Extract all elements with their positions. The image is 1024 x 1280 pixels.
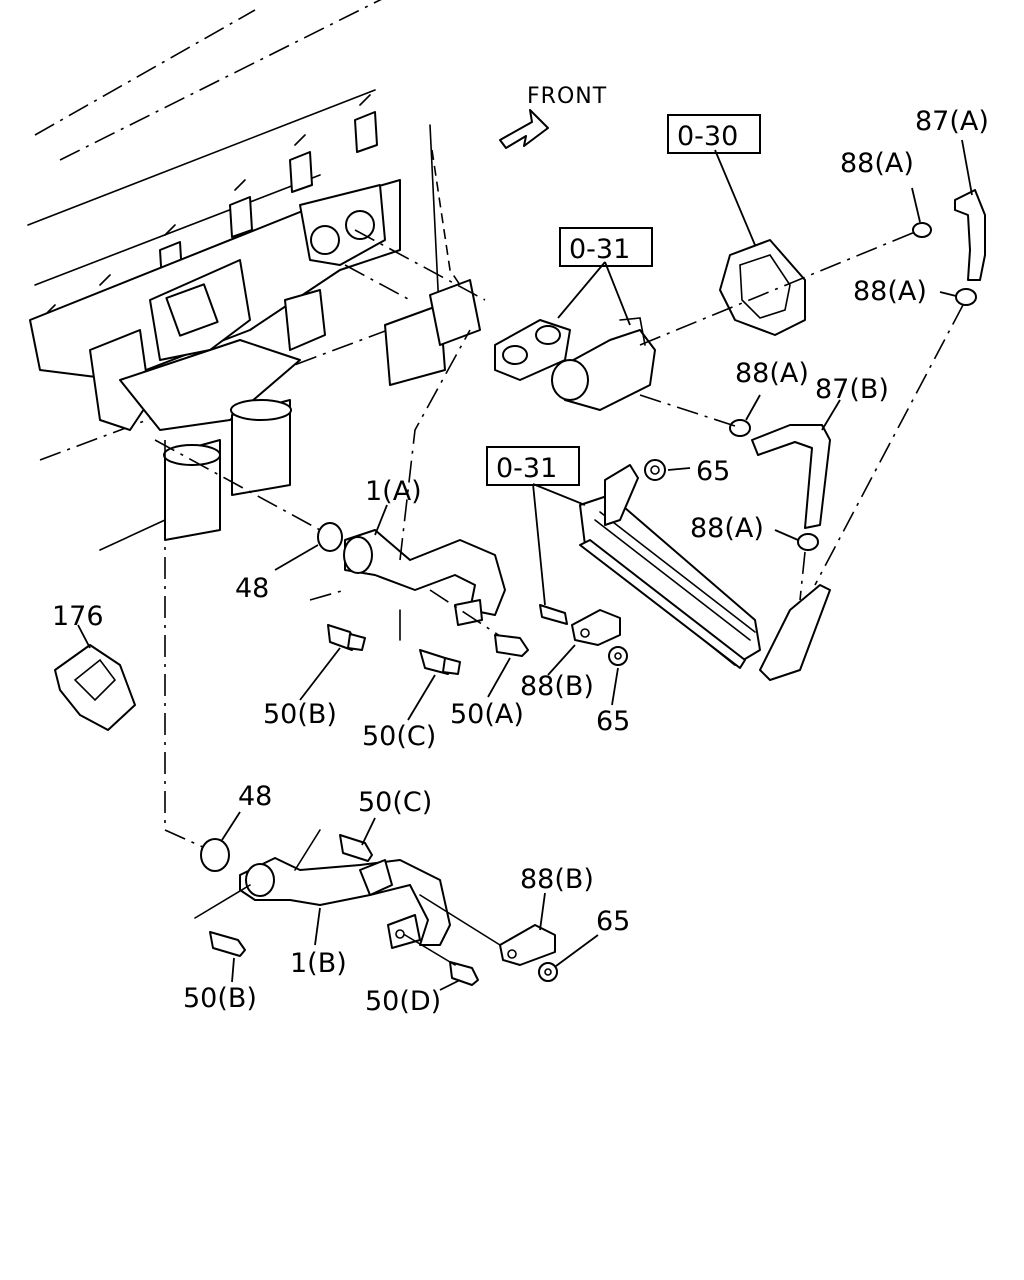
pipe-1b — [239, 857, 451, 946]
reference-box-0-31-lower: 0-31 — [486, 446, 580, 486]
front-label: FRONT — [527, 84, 607, 109]
bracket-50d — [387, 914, 421, 949]
engine-block — [27, 0, 481, 551]
callout-50b: 50(B) — [263, 699, 337, 730]
reference-box-0-30: 0-30 — [667, 114, 761, 154]
bolt-50b-lower — [194, 884, 251, 983]
stud — [539, 604, 568, 625]
o-ring-48-upper — [154, 439, 343, 571]
callout-88b: 88(B) — [520, 864, 594, 895]
bolt-50d — [404, 934, 479, 991]
callout-88a: 88(A) — [735, 358, 809, 389]
bracket-176 — [54, 624, 136, 731]
nut-65-lower — [538, 934, 599, 982]
callout-48: 48 — [238, 781, 272, 812]
hose-87a — [954, 139, 986, 281]
front-direction: FRONT — [499, 84, 607, 149]
callout-88a: 88(A) — [690, 513, 764, 544]
thermostat-cover — [714, 149, 806, 336]
callout-65: 65 — [696, 456, 730, 487]
callout-88b: 88(B) — [520, 671, 594, 702]
callout-65: 65 — [596, 706, 630, 737]
bolt-50c-upper — [399, 609, 461, 721]
callout-48: 48 — [235, 573, 269, 604]
bracket-88b-lower — [419, 892, 556, 966]
clamp-88a-mid — [729, 394, 761, 437]
callout-88a: 88(A) — [840, 148, 914, 179]
callout-50a: 50(A) — [450, 699, 524, 730]
pipe-1a — [343, 329, 506, 626]
callout-50b: 50(B) — [183, 983, 257, 1014]
bolt-50c-lower — [294, 817, 376, 871]
nut-65-mid — [608, 646, 628, 706]
reference-label: 0-31 — [569, 234, 630, 265]
callout-1b: 1(B) — [290, 948, 347, 979]
bracket-88b-upper — [547, 609, 621, 676]
o-ring-48-lower — [200, 811, 241, 872]
callout-87b: 87(B) — [815, 374, 889, 405]
callout-50c: 50(C) — [358, 787, 432, 818]
bolt-50a — [429, 589, 529, 698]
callout-1a: 1(A) — [365, 476, 422, 507]
clamp-88a-top — [911, 187, 932, 238]
callout-labels: 87(A) 88(A) 88(A) 88(A) 87(B) 65 88(A) 1… — [52, 106, 989, 1017]
callout-176: 176 — [52, 601, 104, 632]
nut-65-upper — [644, 459, 691, 481]
clamp-88a-right — [939, 288, 977, 306]
callout-88a: 88(A) — [853, 276, 927, 307]
reference-box-0-31-upper: 0-31 — [559, 227, 653, 267]
callout-50d: 50(D) — [365, 986, 441, 1017]
callout-87a: 87(A) — [915, 106, 989, 137]
reference-label: 0-31 — [496, 453, 557, 484]
reference-label: 0-30 — [677, 121, 738, 152]
clamp-88a-low — [774, 529, 819, 551]
callout-65: 65 — [596, 906, 630, 937]
hose-87b — [751, 399, 841, 529]
water-outlet-housing — [551, 261, 656, 411]
callout-50c: 50(C) — [362, 721, 436, 752]
bolt-50b-upper — [299, 589, 366, 701]
oil-cooler — [532, 464, 831, 681]
